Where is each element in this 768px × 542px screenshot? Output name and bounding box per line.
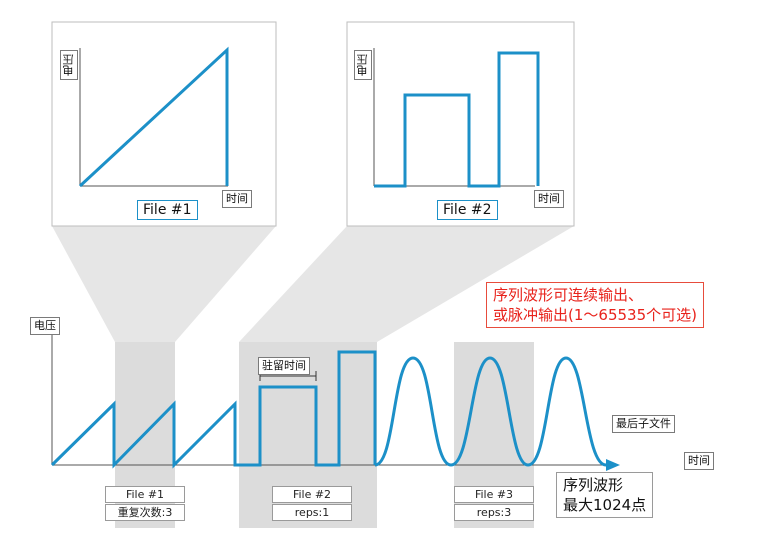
red-note: 序列波形可连续输出、 或脉冲输出(1～65535个可选) xyxy=(486,282,704,328)
dwell-time-label: 驻留时间 xyxy=(258,357,310,375)
panel2-y-label: 电压 xyxy=(354,50,372,80)
segment-caption-file3: File #3 reps:3 xyxy=(454,485,534,522)
sine-waveform xyxy=(374,356,607,467)
panel1-caption: File #1 xyxy=(137,200,198,220)
funnel-left xyxy=(52,226,276,342)
red-note-line1: 序列波形可连续输出、 xyxy=(493,286,644,304)
last-subfile-label: 最后子文件 xyxy=(612,415,675,433)
sequence-line1: 序列波形 xyxy=(563,476,624,494)
panel2-caption: File #2 xyxy=(437,200,498,220)
x-axis-arrow xyxy=(606,459,620,471)
segment-file1-reps: 重复次数:3 xyxy=(105,504,185,521)
ramp-waveform xyxy=(78,46,229,188)
segment-file2-reps: reps:1 xyxy=(272,504,352,521)
panel1-x-label: 时间 xyxy=(222,190,252,208)
pulse-waveform xyxy=(374,51,540,188)
segment-caption-file2: File #2 reps:1 xyxy=(272,485,352,522)
main-y-label: 电压 xyxy=(30,317,60,335)
segment-file3-reps: reps:3 xyxy=(454,504,534,521)
funnel-right xyxy=(239,226,574,342)
segment-file1-name: File #1 xyxy=(105,486,185,503)
sequence-note: 序列波形 最大1024点 xyxy=(556,472,654,518)
panel2-x-label: 时间 xyxy=(534,190,564,208)
sequence-line2: 最大1024点 xyxy=(563,496,647,514)
red-note-line2: 或脉冲输出(1～65535个可选) xyxy=(493,306,697,324)
segment-caption-file1: File #1 重复次数:3 xyxy=(105,485,185,522)
segment-file3-name: File #3 xyxy=(454,486,534,503)
panel1-y-label: 电压 xyxy=(60,50,78,80)
main-waveform xyxy=(50,350,377,469)
main-x-label: 时间 xyxy=(684,452,714,470)
segment-file2-name: File #2 xyxy=(272,486,352,503)
